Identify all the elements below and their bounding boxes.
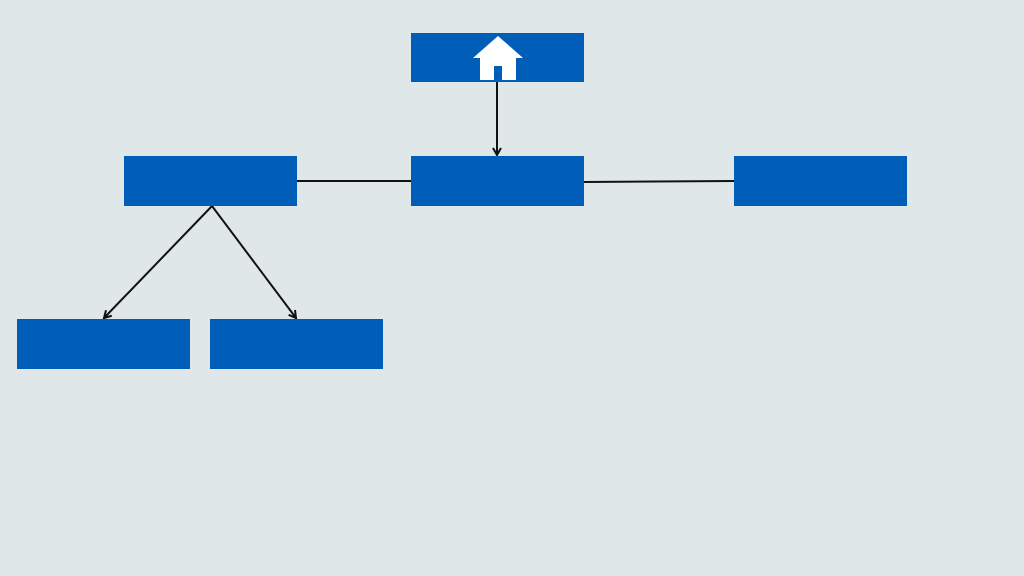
right-node[interactable] — [734, 156, 907, 206]
main-node[interactable] — [411, 156, 584, 206]
left-node[interactable] — [124, 156, 297, 206]
left-child-node-1[interactable] — [17, 319, 190, 369]
home-node[interactable] — [411, 33, 584, 82]
left-child-node-2[interactable] — [210, 319, 383, 369]
connector-main-to-right — [583, 180, 735, 183]
house-icon — [472, 35, 523, 80]
connector-left-to-child-2 — [211, 205, 296, 318]
connector-left-to-child-1 — [104, 205, 213, 318]
